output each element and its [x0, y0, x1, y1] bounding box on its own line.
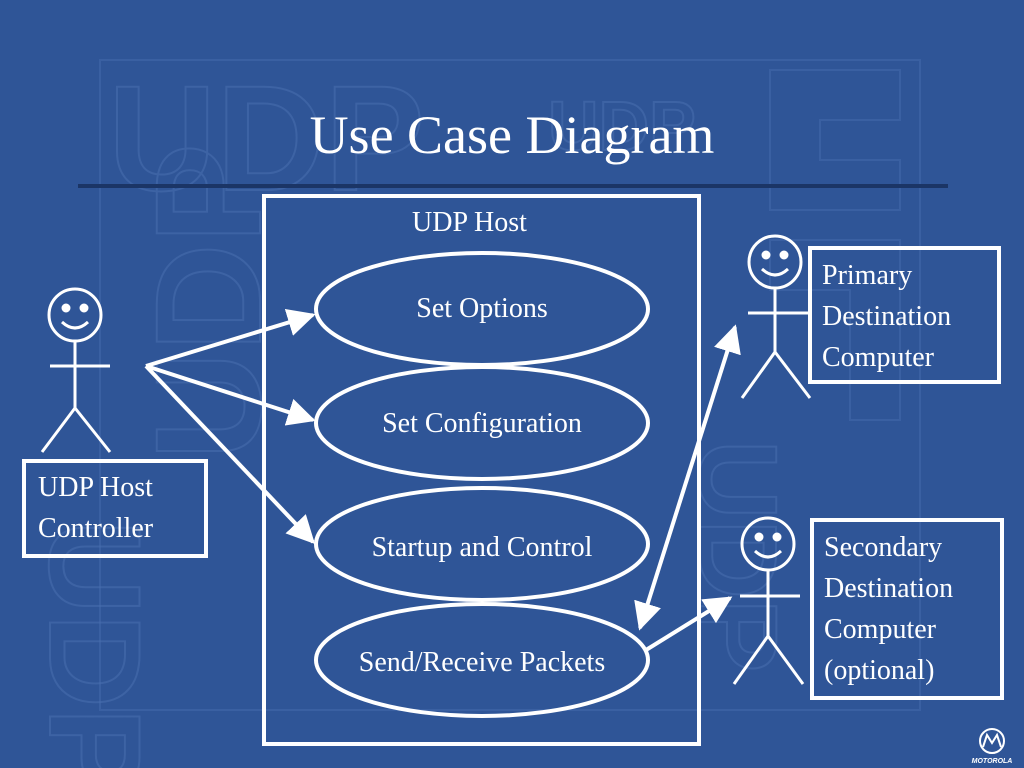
- use-case-label: Startup and Control: [371, 532, 593, 563]
- page-title: Use Case Diagram: [309, 105, 715, 165]
- use-case-label: Set Configuration: [382, 408, 582, 439]
- logo-text: MOTOROLA: [972, 758, 1013, 765]
- actor-controller-label-line2: Controller: [38, 513, 154, 544]
- actor-head: [740, 516, 796, 572]
- arrow-send-receive-to-secondary: [644, 596, 733, 652]
- actor-head: [747, 234, 803, 290]
- actor-controller-box: [22, 459, 208, 558]
- title-divider: [78, 184, 948, 188]
- use-case-label: Set Options: [416, 293, 548, 324]
- actor-primary-box: [808, 246, 1001, 384]
- actor-secondary-label-line2: Destination: [824, 573, 954, 604]
- use-case-label: Send/Receive Packets: [358, 647, 606, 678]
- watermark-shape: [769, 69, 901, 211]
- actor-controller-label-line1: UDP Host: [38, 472, 153, 503]
- watermark-frame: [99, 59, 921, 711]
- actor-head: [47, 287, 103, 343]
- watermark-word: UDP: [548, 87, 696, 165]
- arrow-controller-to-startup-and-control: [144, 364, 315, 545]
- actor-primary-figure: [740, 234, 812, 399]
- actor-secondary-label-line1: Secondary: [824, 532, 943, 563]
- arrow-send-receive-to-primary: [634, 324, 741, 631]
- system-name: UDP Host: [412, 207, 527, 238]
- watermark-word: UDP: [22, 520, 168, 768]
- actor-secondary-figure: [732, 516, 805, 685]
- actor-secondary-label-line3: Computer: [824, 614, 936, 645]
- actor-primary-label-line2: Destination: [822, 301, 952, 332]
- use-case-send-receive-packets: [314, 602, 650, 718]
- arrow-controller-to-set-options: [145, 308, 316, 368]
- actor-secondary-box: [810, 518, 1004, 700]
- watermark-shape: [769, 239, 901, 421]
- actor-secondary-label-line4: (optional): [824, 655, 935, 686]
- actor-primary-label-line3: Computer: [822, 342, 934, 373]
- actor-controller-figure: [40, 287, 112, 453]
- motorola-logo-icon: MOTOROLA: [972, 728, 1013, 765]
- actor-primary-label-line1: Primary: [822, 260, 913, 291]
- arrow-controller-to-set-configuration: [145, 364, 316, 426]
